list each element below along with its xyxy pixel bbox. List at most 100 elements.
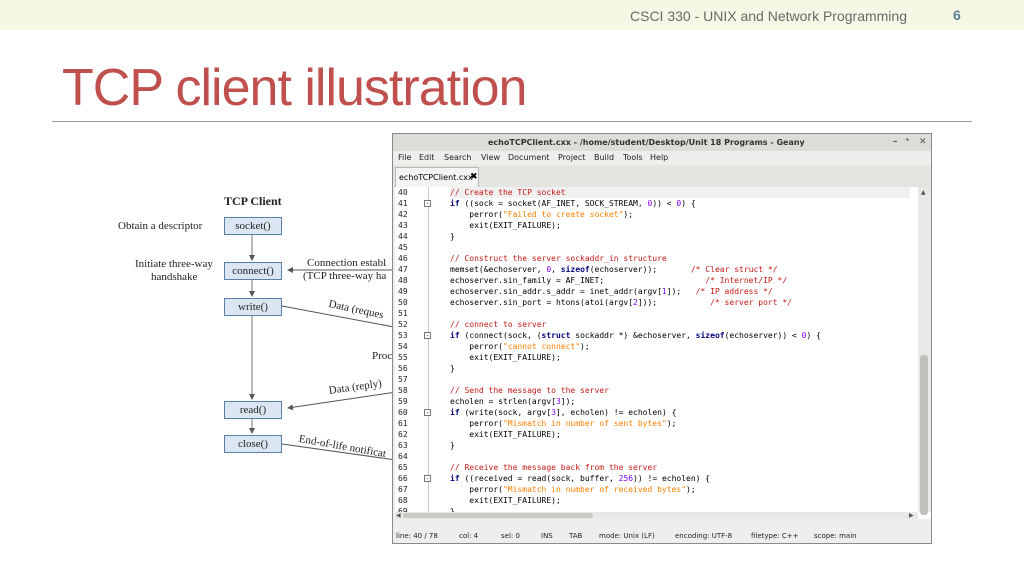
slide-title: TCP client illustration [62, 59, 527, 117]
code-keyword: if [450, 199, 460, 208]
diagram-heading: TCP Client [224, 194, 282, 208]
status-insert-mode: INS [541, 532, 553, 540]
minimize-button[interactable]: – [893, 137, 898, 147]
line-number: 49 [398, 287, 408, 296]
horizontal-scroll-thumb[interactable] [403, 513, 593, 518]
code-line-42: perror("Failed to create socket"); [450, 209, 633, 220]
menu-search[interactable]: Search [444, 153, 472, 162]
scroll-left-icon[interactable]: ◀ [396, 512, 401, 519]
line-number: 54 [398, 342, 408, 351]
code-string: "Mismatch in number of received bytes" [502, 485, 687, 494]
window-titlebar: echoTCPClient.cxx - /home/student/Deskto… [393, 134, 931, 151]
line-number: 47 [398, 265, 408, 274]
line-number: 53 [398, 331, 408, 340]
maximize-button[interactable]: ⁺ [905, 137, 910, 147]
code-line-56: } [450, 364, 455, 373]
code-string: "Failed to create socket" [502, 210, 624, 219]
function-connect: connect() [224, 262, 282, 280]
menu-help[interactable]: Help [650, 153, 669, 162]
code-line-63: } [450, 441, 455, 450]
fold-collapse-icon[interactable]: - [424, 409, 431, 417]
code-comment: // Receive the message back from the ser… [450, 463, 658, 472]
label-three-way-handshake: (TCP three-way ha [303, 270, 387, 282]
window-close-button[interactable]: ✕ [919, 137, 927, 147]
fold-collapse-icon[interactable]: - [424, 475, 431, 483]
code-line-54: perror("cannot connect"); [450, 341, 589, 352]
function-socket: socket() [224, 217, 282, 235]
menu-bar: File Edit Search View Document Project B… [393, 151, 931, 165]
menu-build[interactable]: Build [594, 153, 615, 162]
label-process: Proc [372, 350, 393, 362]
menu-project[interactable]: Project [558, 153, 586, 162]
vertical-scrollbar[interactable]: ▲ [918, 187, 931, 515]
code-text: perror( [450, 210, 503, 219]
code-text: ); [666, 419, 677, 428]
vertical-scroll-thumb[interactable] [920, 355, 928, 515]
code-line-62: exit(EXIT_FAILURE); [450, 430, 561, 439]
menu-file[interactable]: File [398, 153, 412, 162]
line-number: 60 [398, 408, 408, 417]
code-editor[interactable]: 40 41 42 43 44 45 46 47 48 49 50 51 52 5… [395, 187, 931, 519]
fold-collapse-icon[interactable]: - [424, 200, 431, 208]
code-line-40: // Create the TCP socket [450, 187, 910, 198]
code-comment: /* Clear struct */ [690, 265, 778, 274]
code-text: perror( [450, 342, 503, 351]
scroll-right-icon[interactable]: ▶ [909, 512, 914, 519]
code-number: 0 [647, 199, 653, 208]
code-comment: // Construct the server sockaddr_in stru… [450, 254, 667, 263]
code-string: "cannot connect" [502, 342, 581, 351]
code-text: (echoserver)) < [724, 331, 802, 340]
horizontal-scrollbar[interactable]: ◀ ▶ [395, 512, 918, 519]
label-handshake: handshake [151, 271, 198, 283]
code-comment: // Send the message to the server [450, 386, 609, 395]
menu-view[interactable]: View [481, 153, 500, 162]
code-string: "Mismatch in number of sent bytes" [502, 419, 667, 428]
arrow-end-of-life [281, 443, 410, 465]
code-comment: /* IP address */ [695, 287, 773, 296]
code-line-49: echoserver.sin_addr.s_addr = inet_addr(a… [450, 286, 773, 297]
status-col: col: 4 [459, 532, 479, 540]
code-line-58: // Send the message to the server [450, 385, 609, 396]
label-initiate-handshake: Initiate three-way [135, 258, 213, 270]
code-keyword: if [450, 408, 460, 417]
fold-collapse-icon[interactable]: - [424, 332, 431, 340]
status-encoding: encoding: UTF-8 [675, 532, 733, 540]
code-comment: // connect to server [450, 320, 547, 329]
menu-document[interactable]: Document [508, 153, 550, 162]
line-number: 57 [398, 375, 408, 384]
diagram-arrows [249, 234, 410, 465]
code-line-59: echolen = strlen(argv[3]); [450, 396, 575, 407]
code-line-68: exit(EXIT_FAILURE); [450, 496, 561, 505]
code-keyword: if [450, 474, 460, 483]
status-sel: sel: 0 [501, 532, 520, 540]
function-write: write() [224, 298, 282, 316]
line-number: 67 [398, 485, 408, 494]
tab-close-icon[interactable]: ✖ [470, 172, 478, 182]
line-number: 69 [398, 506, 408, 517]
line-number-gutter: 40 41 42 43 44 45 46 47 48 49 50 51 52 5… [395, 187, 445, 519]
status-scope: scope: main [814, 532, 857, 540]
code-text: echoserver.sin_port = htons(atoi(argv[ [450, 298, 634, 307]
menu-edit[interactable]: Edit [419, 153, 435, 162]
code-text: ]); [666, 287, 696, 296]
code-line-61: perror("Mismatch in number of sent bytes… [450, 418, 676, 429]
code-line-60: if (write(sock, argv[3], echolen) != ech… [450, 407, 676, 418]
code-number: 0 [546, 265, 552, 274]
page-number: 6 [953, 7, 961, 23]
code-keyword: sizeof [560, 265, 590, 274]
code-text: , [551, 265, 561, 274]
code-text: memset(&echoserver, [450, 265, 547, 274]
code-text: (write(sock, argv[ [459, 408, 552, 417]
slide-header-bar: CSCI 330 - UNIX and Network Programming … [0, 0, 1024, 30]
status-filetype: filetype: C++ [751, 532, 799, 540]
fold-guide [428, 187, 429, 512]
tab-echotcpclient[interactable]: echoTCPClient.cxx ✖ [395, 167, 479, 187]
status-indent: TAB [569, 532, 583, 540]
code-line-67: perror("Mismatch in number of received b… [450, 484, 695, 495]
scroll-up-icon[interactable]: ▲ [921, 189, 926, 196]
line-number: 62 [398, 430, 408, 439]
line-number: 68 [398, 496, 408, 505]
code-text: echoserver.sin_family = AF_INET; [450, 276, 706, 285]
menu-tools[interactable]: Tools [623, 153, 643, 162]
code-text: sockaddr *) &echoserver, [570, 331, 696, 340]
